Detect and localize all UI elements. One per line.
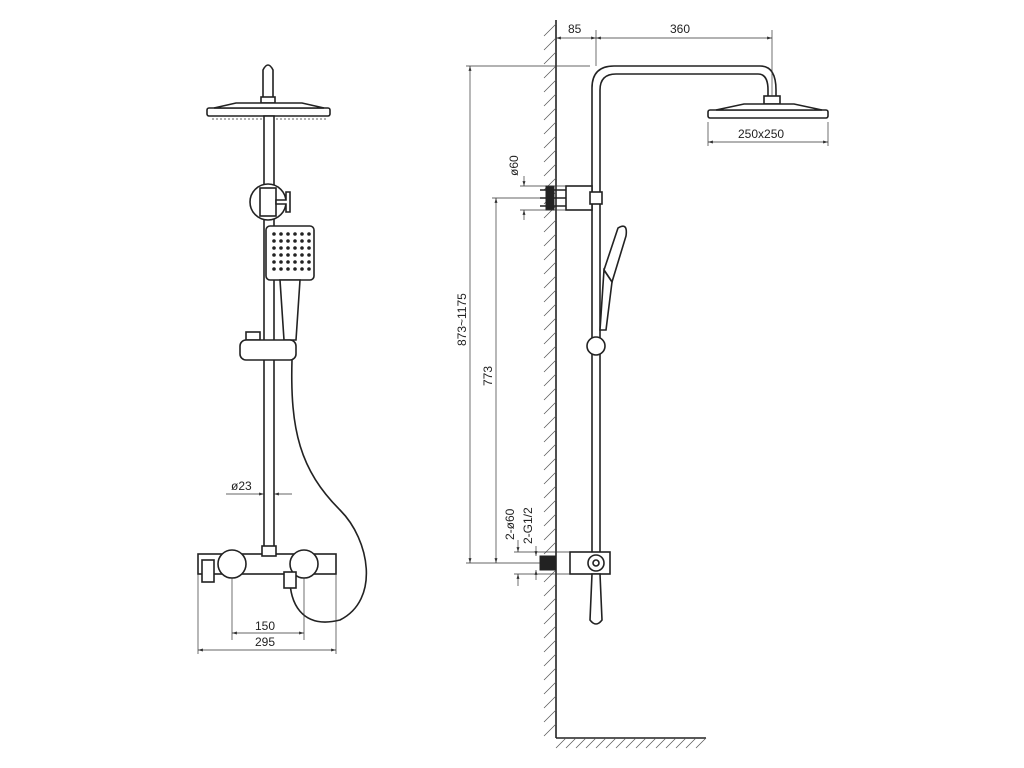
rain-head-side [707, 109, 829, 119]
dim-total-height: 873~1175 [455, 293, 469, 346]
vertical-pipe [263, 115, 275, 555]
hand-shower-side [603, 225, 628, 284]
overhead-arm-inner [599, 73, 769, 554]
hose-outlet [283, 571, 297, 589]
diverter-body [259, 187, 277, 217]
dim-inlet-thread: 2-G1/2 [521, 507, 535, 544]
mixer-side-knob-center [592, 559, 600, 567]
overhead-arm-outer [591, 65, 777, 554]
pipe-connector [261, 545, 277, 557]
dim-width: 295 [255, 635, 275, 649]
dim-spacing: 150 [255, 619, 275, 633]
upper-wall-bracket [565, 185, 593, 211]
upper-bracket-clamp [589, 191, 603, 205]
slider-screw [245, 331, 261, 341]
mixer-left-cap [201, 559, 215, 583]
dim-arm-length: 360 [670, 22, 690, 36]
rain-head-front [206, 107, 331, 117]
rain-head-side-top [715, 103, 823, 111]
hand-shower-handle-side [599, 267, 613, 331]
top-stub [262, 64, 274, 99]
slider-side [586, 336, 606, 356]
diverter-lever [275, 191, 291, 213]
upper-bracket-screws [540, 185, 566, 211]
slider-bracket [239, 339, 297, 361]
hand-shower-nozzles [272, 232, 311, 271]
rain-head-top [213, 102, 325, 109]
spout-side [589, 573, 603, 625]
dim-pipe-diameter: ø23 [231, 479, 252, 493]
top-nut [260, 96, 276, 104]
floor-hatching [555, 737, 707, 749]
inlet-connector [539, 555, 557, 571]
wall-plug [545, 185, 555, 211]
dim-bracket-diameter: ø60 [507, 155, 521, 176]
wall-hatching [543, 23, 557, 737]
side-view: 85 360 250x250 ø60 873~1175 773 2-ø60 2-… [455, 20, 829, 749]
dim-head-size: 250x250 [738, 127, 784, 141]
hose [289, 359, 368, 623]
dim-offset: 85 [568, 22, 582, 36]
hand-shower-handle [279, 279, 301, 341]
front-view: ø23 150 295 [197, 64, 368, 654]
dim-rail-height: 773 [481, 366, 495, 386]
head-connector [763, 95, 781, 105]
mixer-left-knob [217, 549, 247, 579]
dim-inlet-diameter: 2-ø60 [503, 508, 517, 540]
